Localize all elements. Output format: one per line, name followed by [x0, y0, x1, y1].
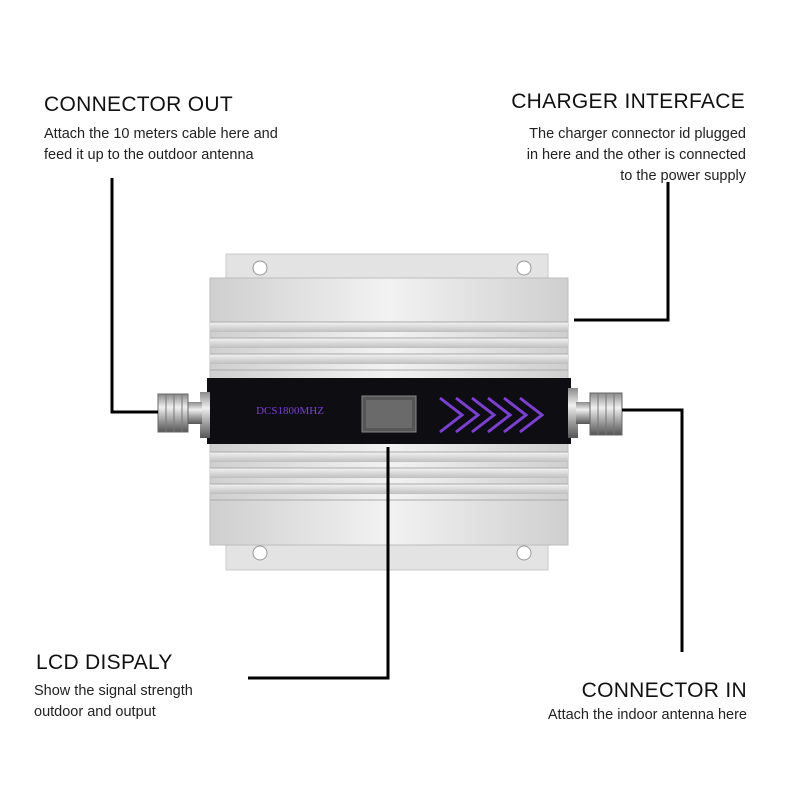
connector-out-line-1: Attach the 10 meters cable here and	[44, 126, 278, 142]
charger-interface-title: CHARGER INTERFACE	[511, 90, 745, 113]
charger-line-1: The charger connector id plugged	[529, 126, 746, 142]
leader-lcd	[248, 447, 390, 680]
connector-in-title: CONNECTOR IN	[581, 679, 747, 702]
connector-in-line-1: Attach the indoor antenna here	[547, 707, 747, 723]
leader-connector-out	[110, 178, 158, 414]
connector-out-port	[157, 392, 210, 438]
lcd-display-title: LCD DISPALY	[36, 651, 173, 674]
connector-out-description: Attach the 10 meters cable here and feed…	[44, 124, 278, 166]
charger-line-3: to the power supply	[620, 168, 746, 184]
connector-out-title: CONNECTOR OUT	[44, 93, 234, 116]
lcd-display-description: Show the signal strength outdoor and out…	[34, 681, 193, 723]
lcd-line-1: Show the signal strength	[34, 683, 193, 699]
charger-interface-description: The charger connector id plugged in here…	[527, 124, 746, 187]
connector-out-line-2: feed it up to the outdoor antenna	[44, 147, 254, 163]
front-panel: DCS1800MHZ	[207, 378, 571, 444]
connector-in-description: Attach the indoor antenna here	[548, 705, 747, 726]
leader-lines	[110, 178, 684, 680]
lcd-line-2: outdoor and output	[34, 704, 156, 720]
leader-charger	[574, 182, 670, 322]
signal-arrows-icon	[439, 396, 545, 434]
charger-line-2: in here and the other is connected	[526, 147, 746, 163]
leader-connector-in	[622, 408, 684, 652]
panel-label: DCS1800MHZ	[256, 405, 324, 417]
connector-in-port	[568, 388, 623, 438]
